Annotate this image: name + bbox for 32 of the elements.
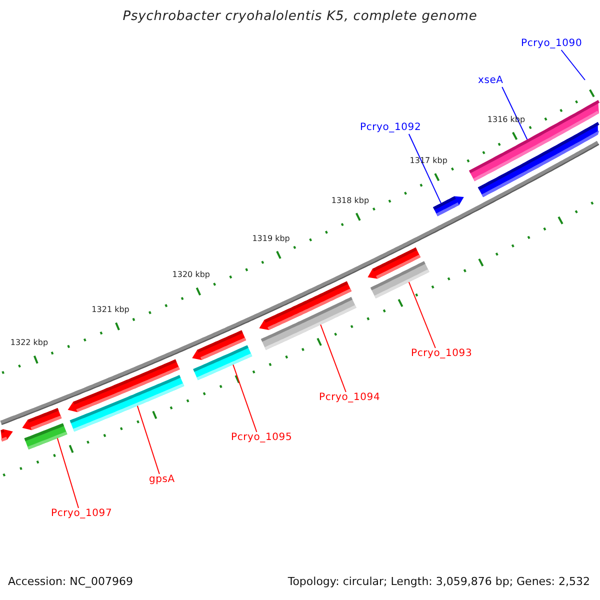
leader-line: [320, 324, 346, 392]
gene-label: Pcryo_1095: [231, 432, 292, 444]
leader-line: [56, 438, 79, 508]
gene-block: [260, 296, 356, 350]
gene-block: [70, 375, 184, 432]
gene-label: gpsA: [149, 474, 175, 486]
footer-text: Accession: NC_007969: [8, 575, 134, 588]
gene-label: Pcryo_1097: [51, 508, 112, 520]
gene-block: [478, 122, 600, 198]
scale-label: 1320 kbp: [172, 270, 210, 280]
gene-block: [433, 196, 464, 216]
scale-label: 1318 kbp: [331, 196, 370, 206]
gene-block: [0, 429, 13, 442]
gene-block: [370, 261, 430, 298]
gene-label: xseA: [478, 75, 504, 87]
leader-line: [408, 282, 436, 348]
leader-line: [136, 405, 160, 474]
leader-line: [502, 86, 528, 140]
gene-label: Pcryo_1093: [411, 348, 472, 360]
footer-text: Topology: circular; Length: 3,059,876 bp; Genes: 2,532: [288, 575, 590, 588]
scale-label: 1322 kbp: [10, 338, 48, 348]
gene-label: Pcryo_1092: [360, 122, 422, 134]
gene-label: Pcryo_1094: [319, 392, 380, 404]
gene-label: Pcryo_1090: [521, 38, 582, 50]
scale-label: 1321 kbp: [92, 304, 130, 315]
leader-line: [232, 364, 258, 432]
gene-block: [193, 345, 252, 380]
leader-line: [408, 134, 442, 204]
leader-line: [560, 50, 586, 80]
gene-block: [24, 423, 68, 450]
title: Psychrobacter cryohalolentis K5, complete genome: [122, 9, 478, 24]
scale-label: 1319 kbp: [252, 234, 290, 244]
